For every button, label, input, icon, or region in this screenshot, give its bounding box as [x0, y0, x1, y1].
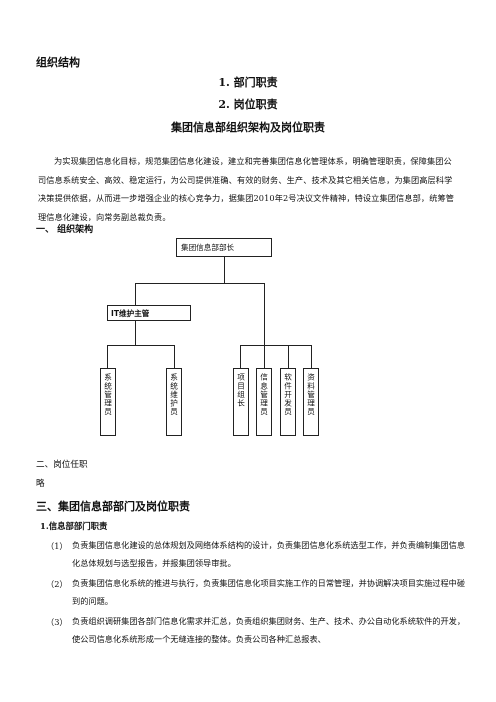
- doc-title: 集团信息部组织架构及岗位职责: [171, 121, 325, 134]
- duty-number: （1）: [46, 541, 68, 551]
- section-post-duties: 二、岗位任职: [36, 460, 88, 470]
- section-responsibilities: 三、集团信息部部门及岗位职责: [36, 500, 190, 513]
- org-connector: [224, 257, 225, 283]
- duty-text: 负责组织调研集团各部门信息化需求并汇总，负责组织集团财务、生产、技术、办公自动化…: [72, 616, 466, 644]
- org-connector: [288, 345, 289, 368]
- org-node-head: 集团信息部部长: [176, 238, 272, 257]
- org-connector: [135, 283, 136, 305]
- intro-paragraph: 为实现集团信息化目标，规范集团信息化建设，建立和完善集团信息化管理体系，明确管理…: [38, 156, 455, 222]
- duty-text: 负责集团信息化系统的推进与执行，负责集团信息化项目实施工作的日常管理，并协调解决…: [72, 578, 466, 606]
- org-node-sys-admin: 系统管理员: [100, 368, 116, 436]
- toc-item-1: 1. 部门职责: [218, 76, 278, 89]
- org-connector: [264, 345, 265, 368]
- section-post-duties-body: 略: [36, 479, 45, 489]
- org-connector: [135, 321, 136, 345]
- duty-number: （2）: [46, 579, 68, 589]
- org-connector: [135, 283, 265, 284]
- org-node-label: 系统维护员: [169, 373, 179, 416]
- doc-heading: 组织结构: [36, 56, 80, 69]
- org-node-label: 项目组长: [236, 373, 246, 408]
- org-connector: [311, 345, 312, 368]
- org-connector: [107, 345, 108, 368]
- org-node-software-dev: 软件开发员: [280, 368, 296, 436]
- org-node-project-lead: 项目组长: [233, 368, 249, 436]
- org-node-label: 软件开发员: [283, 373, 293, 416]
- section-org-structure: 一、 组织架构: [36, 225, 94, 235]
- org-node-sys-maint: 系统维护员: [166, 368, 182, 436]
- org-node-label: 系统管理员: [103, 373, 113, 416]
- org-node-label: 资料管理员: [306, 373, 316, 416]
- toc-item-2: 2. 岗位职责: [218, 98, 278, 111]
- org-node-label: 信息管理员: [259, 373, 269, 416]
- org-node-info-admin: 信息管理员: [256, 368, 272, 436]
- subsection-dept-duties: 1.信息部部门职责: [40, 521, 108, 531]
- duty-text: 负责集团信息化建设的总体规划及网络体系结构的设计，负责集团信息化系统选型工作，并…: [72, 540, 466, 568]
- org-connector: [107, 345, 175, 346]
- org-connector: [240, 345, 312, 346]
- org-connector: [174, 345, 175, 368]
- org-node-doc-admin: 资料管理员: [303, 368, 319, 436]
- org-node-it-manager: IT维护主管: [107, 305, 191, 321]
- org-connector: [240, 345, 241, 368]
- duty-number: （3）: [46, 617, 68, 627]
- org-connector: [264, 283, 265, 345]
